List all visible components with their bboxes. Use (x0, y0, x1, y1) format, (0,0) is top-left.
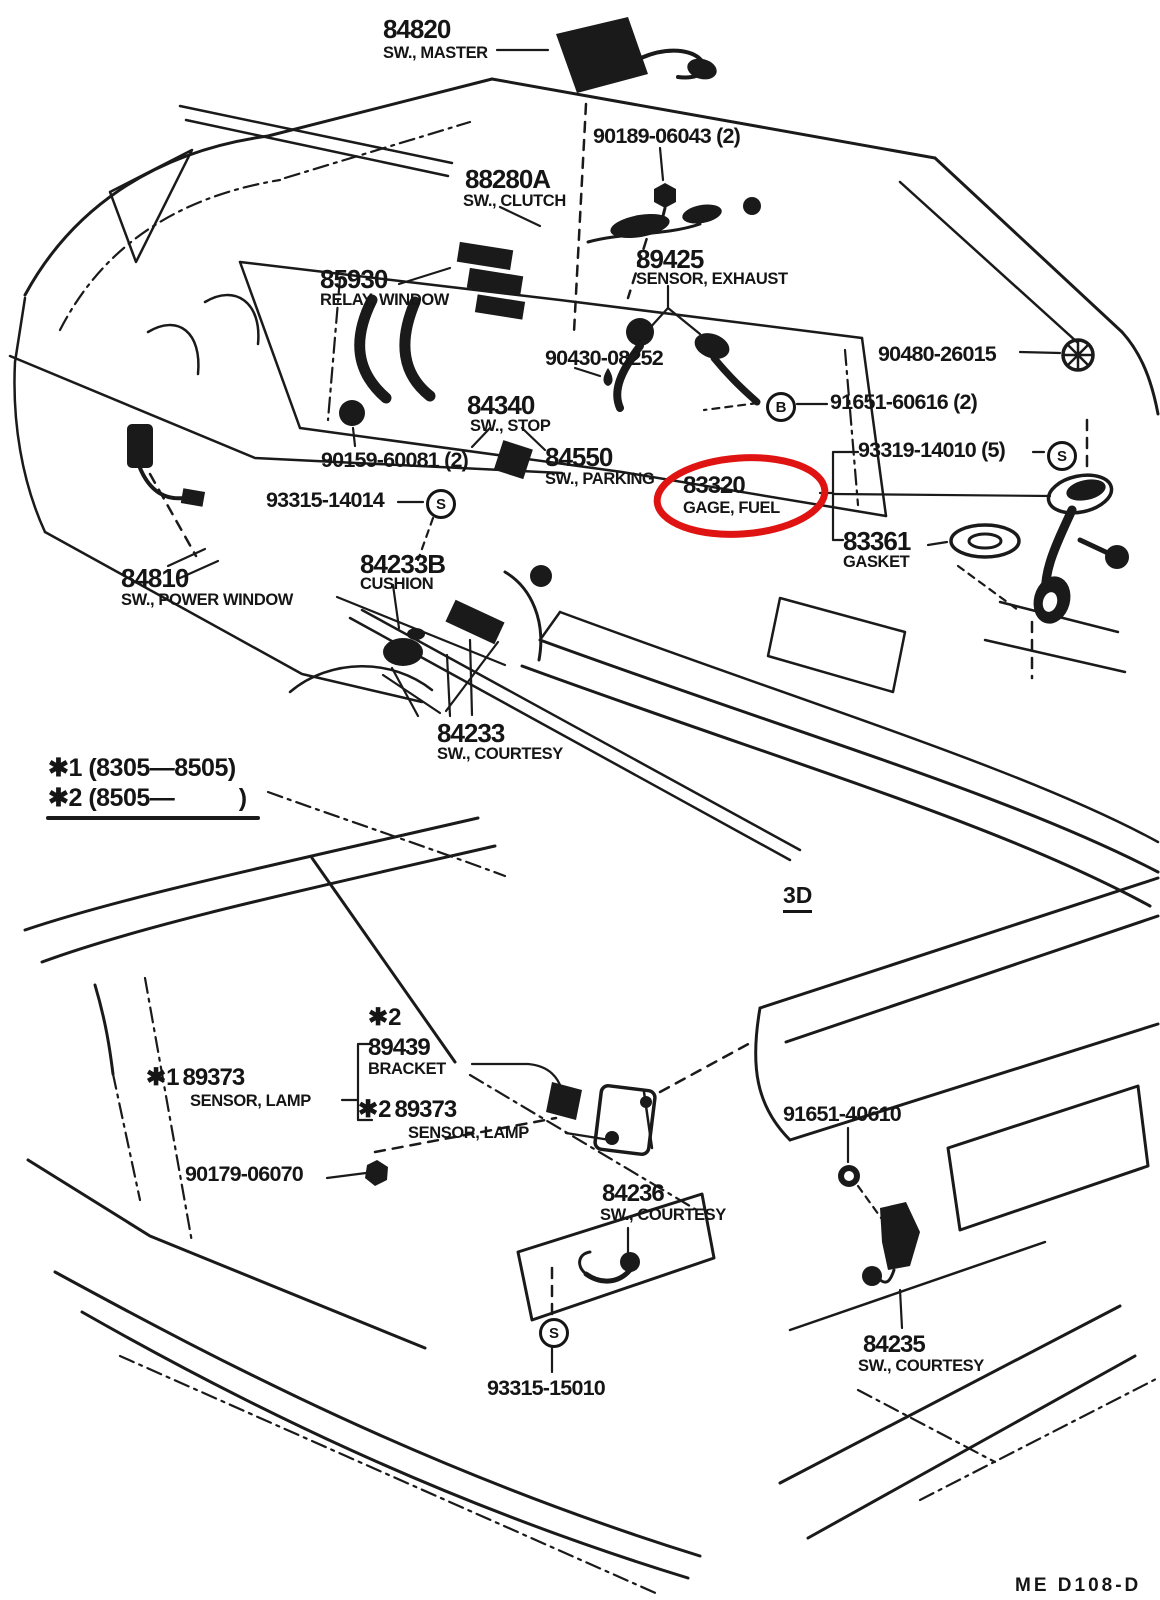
master-switch-glyph (556, 17, 717, 93)
legend-row-1: ✱1 (8305—8505) (48, 756, 236, 781)
part-number-nut-40610: 91651-40610 (783, 1102, 902, 1126)
part-number-relay-window: 85930 (320, 264, 388, 294)
cushion-glyph (383, 628, 425, 666)
top-car-outline (8, 77, 1160, 908)
part-number-washer-26015: 90480-26015 (878, 342, 997, 366)
part-name-relay-window: RELAY, WINDOW (320, 291, 449, 309)
part-number-sensor-lamp-b: 89373 (394, 1096, 457, 1123)
part-name-power-window: SW., POWER WINDOW (121, 591, 293, 609)
part-name-stop: SW., STOP (470, 417, 551, 435)
circled-letter-s-14010: S (1047, 441, 1077, 471)
regulator-arms-glyph (354, 294, 436, 404)
part-name-gasket: GASKET (843, 553, 910, 571)
courtesy-switch-84235-glyph (862, 1202, 920, 1286)
lamp-sensor-box-glyph (546, 1082, 657, 1157)
part-number-courtesy-rr: 84233 (437, 718, 505, 748)
highlight-oval-fuel-gage (653, 454, 829, 538)
fuel-sender-glyph (1033, 473, 1129, 624)
part-number-nut-60616: 91651-60616 (2) (830, 390, 978, 414)
legend-row-2: ✱2 (8505— ) (48, 786, 247, 811)
part-name-master: SW., MASTER (383, 44, 488, 62)
part-name-bracket: BRACKET (368, 1060, 446, 1078)
part-number-screw-14014: 93315-14014 (266, 488, 385, 512)
drawing-code: ME D108-D (1015, 1575, 1142, 1596)
part-name-cushion: CUSHION (360, 575, 434, 593)
legend-symbol-2: ✱2 (48, 784, 82, 812)
exhaust-sensor-glyph (613, 318, 761, 412)
bolt-06070-glyph (365, 1160, 388, 1186)
circled-letter-b: B (766, 392, 796, 422)
drip-glyph (603, 368, 613, 386)
part-number-master: 84820 (383, 14, 451, 44)
circled-letter-s-14014: S (426, 489, 456, 519)
part-number-power-window: 84810 (121, 563, 189, 593)
bolt-06043-glyph (654, 183, 676, 222)
view-label-3d: 3D (783, 884, 813, 913)
part-name-courtesy-lh: SW., COURTESY (600, 1206, 726, 1224)
bottom-cars-outline (23, 816, 1160, 1597)
bottom-leader-lines (46, 816, 904, 1374)
legend-range-1: (8305—8505) (88, 754, 236, 782)
part-number-stop: 84340 (467, 390, 535, 420)
part-name-sensor-lamp-a: SENSOR, LAMP (190, 1092, 311, 1110)
legend-range-2: (8505— ) (88, 784, 247, 812)
nut-40610-glyph (838, 1165, 860, 1187)
part-name-fuel-gage: GAGE, FUEL (683, 499, 780, 517)
part-number-courtesy-lh: 84236 (602, 1180, 665, 1207)
prefix-sensor-lamp-a: ✱1 (146, 1064, 180, 1091)
power-window-switch-glyph (127, 424, 206, 507)
part-number-screw-15010: 93315-15010 (487, 1376, 606, 1400)
part-name-sensor-lamp-b: SENSOR, LAMP (408, 1124, 529, 1142)
part-name-parking: SW., PARKING (545, 470, 655, 488)
courtesy-switch-84233-glyph (445, 565, 552, 662)
part-number-sensor-lamp-a: 89373 (182, 1064, 245, 1091)
part-name-clutch: SW., CLUTCH (463, 192, 566, 210)
part-number-courtesy-rh: 84235 (863, 1331, 926, 1358)
part-name-sensor-exhaust: SENSOR, EXHAUST (636, 270, 788, 288)
courtesy-switch-84236-glyph (578, 1250, 640, 1284)
part-name-courtesy-rh: SW., COURTESY (858, 1357, 984, 1375)
prefix-sensor-lamp-b: ✱2 (358, 1096, 392, 1123)
clutch-switch-glyph (586, 197, 761, 244)
part-number-gasket: 83361 (843, 526, 911, 556)
gasket-glyph (949, 523, 1021, 559)
part-number-parking: 84550 (545, 442, 613, 472)
part-number-bracket: 89439 (368, 1034, 431, 1061)
parking-switch-glyph (493, 440, 533, 480)
legend-symbol-1: ✱1 (48, 754, 82, 782)
part-name-courtesy-rr: SW., COURTESY (437, 745, 563, 763)
circled-letter-s-15010: S (539, 1318, 569, 1348)
part-number-screw-60081: 90159-60081 (2) (321, 448, 469, 472)
part-number-clutch: 88280A (465, 164, 551, 194)
part-number-bolt-08252: 90430-08252 (545, 346, 664, 370)
screw-60081-glyph (339, 400, 365, 426)
part-number-bolt-06070: 90179-06070 (185, 1162, 304, 1186)
part-number-sensor-exhaust: 89425 (636, 244, 704, 274)
prefix-bracket: ✱2 (368, 1004, 402, 1031)
washer-26015-glyph (1061, 338, 1095, 372)
part-number-screw-06043: 90189-06043 (2) (593, 124, 741, 148)
part-number-screw-14010: 93319-14010 (5) (858, 438, 1006, 462)
window-relay-glyph (456, 241, 526, 320)
part-number-cushion: 84233B (360, 549, 446, 579)
part-number-fuel-gage: 83320 (683, 472, 746, 499)
